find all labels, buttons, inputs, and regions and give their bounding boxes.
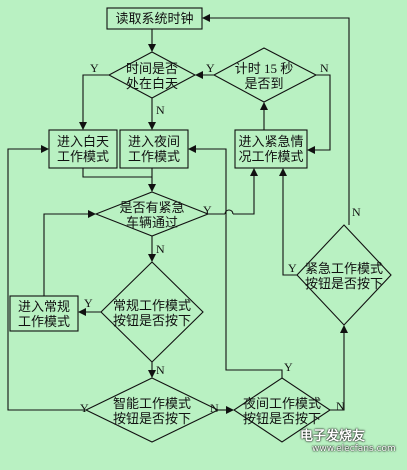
is-daytime-line1: 时间是否 [125,61,178,76]
emergency-btn-no-label: N [352,205,361,219]
night-button-text: 夜间工作模式 按钮是否按下 [242,396,322,426]
smart-button-diamond [84,377,220,443]
emergency-button-text: 紧急工作模式 按钮是否按下 [304,261,384,291]
read-clock-text: 读取系统时钟 [107,11,202,26]
smart-no-label: N [210,401,219,415]
enter-emergency-text: 进入紧急情 况工作模式 [235,134,307,164]
normal-no-label: N [156,363,165,377]
smart-button-text: 智能工作模式 按钮是否按下 [112,396,192,426]
smart-yes-label: Y [80,401,89,415]
emergency-vehicle-line1: 是否有紧急 [119,200,185,215]
night-button-line1: 夜间工作模式 [242,396,321,411]
night-button-line2: 按钮是否按下 [242,411,321,426]
is-daytime-line2: 处在白天 [125,76,178,91]
enter-day-text: 进入白天 工作模式 [49,134,117,164]
vehicle-no-label: N [156,242,165,256]
night-no-label: N [336,399,345,413]
enter-day-line1: 进入白天 [56,134,109,149]
normal-button-line1: 常规工作模式 [112,298,191,313]
timer-15s-text: 计时 15 秒 是否到 [224,61,304,91]
normal-button-text: 常规工作模式 按钮是否按下 [112,298,192,328]
enter-night-text: 进入夜间 工作模式 [120,134,188,164]
emergency-vehicle-text: 是否有紧急 车辆通过 [112,200,192,230]
emergency-button-line1: 紧急工作模式 [304,261,383,276]
enter-night-line1: 进入夜间 [127,134,180,149]
is-daytime-text: 时间是否 处在白天 [117,61,187,91]
normal-yes-label: Y [84,296,93,310]
vehicle-yes-label: Y [203,203,212,217]
normal-button-line2: 按钮是否按下 [112,313,191,328]
daytime-no-label: N [156,103,165,117]
emergency-btn-yes-label: Y [288,261,297,275]
enter-normal-text: 进入常规 工作模式 [10,299,78,329]
timer-yes-label: Y [206,61,215,75]
emergency-vehicle-line2: 车辆通过 [125,215,178,230]
night-button-diamond [233,377,331,443]
timer-15s-line2: 是否到 [244,76,284,91]
enter-normal-line1: 进入常规 [17,299,70,314]
smart-button-line2: 按钮是否按下 [112,411,191,426]
emergency-button-line2: 按钮是否按下 [304,276,383,291]
read-clock-label: 读取系统时钟 [115,11,194,26]
enter-night-line2: 工作模式 [127,149,180,164]
night-yes-label: Y [284,360,293,374]
watermark-url: www.elecfans.com [312,444,396,454]
timer-15s-line1: 计时 15 秒 [234,61,294,76]
enter-normal-line2: 工作模式 [17,314,70,329]
timer-no-label: N [320,61,329,75]
enter-emergency-line2: 况工作模式 [238,149,304,164]
enter-day-line2: 工作模式 [56,149,109,164]
watermark-logo: 电子发烧友 [300,429,366,444]
smart-button-line1: 智能工作模式 [112,396,191,411]
enter-emergency-line1: 进入紧急情 [238,134,304,149]
daytime-yes-label: Y [90,61,99,75]
